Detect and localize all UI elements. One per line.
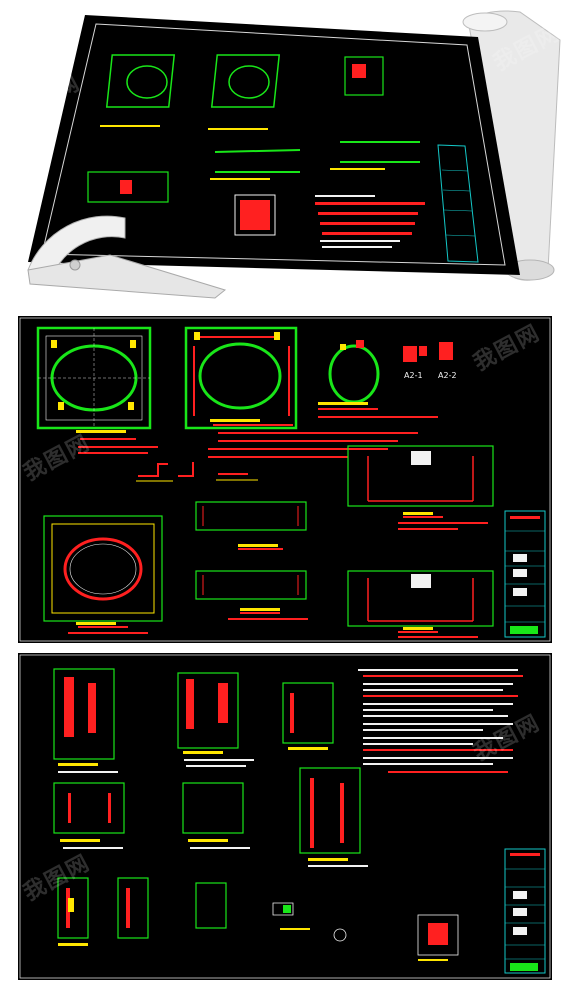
sheet-2-linework [19, 654, 551, 979]
cad-drawing-sheet-1: A2-1 A2-2 [18, 316, 552, 643]
cad-drawing-sheet-2 [18, 653, 552, 980]
sheet-1-linework: A2-1 A2-2 [19, 317, 551, 642]
label-a2-1: A2-1 [404, 371, 423, 380]
top-drawing-preview [0, 0, 570, 300]
label-a2-2: A2-2 [438, 371, 457, 380]
rolled-drawing-sheet [27, 10, 561, 299]
